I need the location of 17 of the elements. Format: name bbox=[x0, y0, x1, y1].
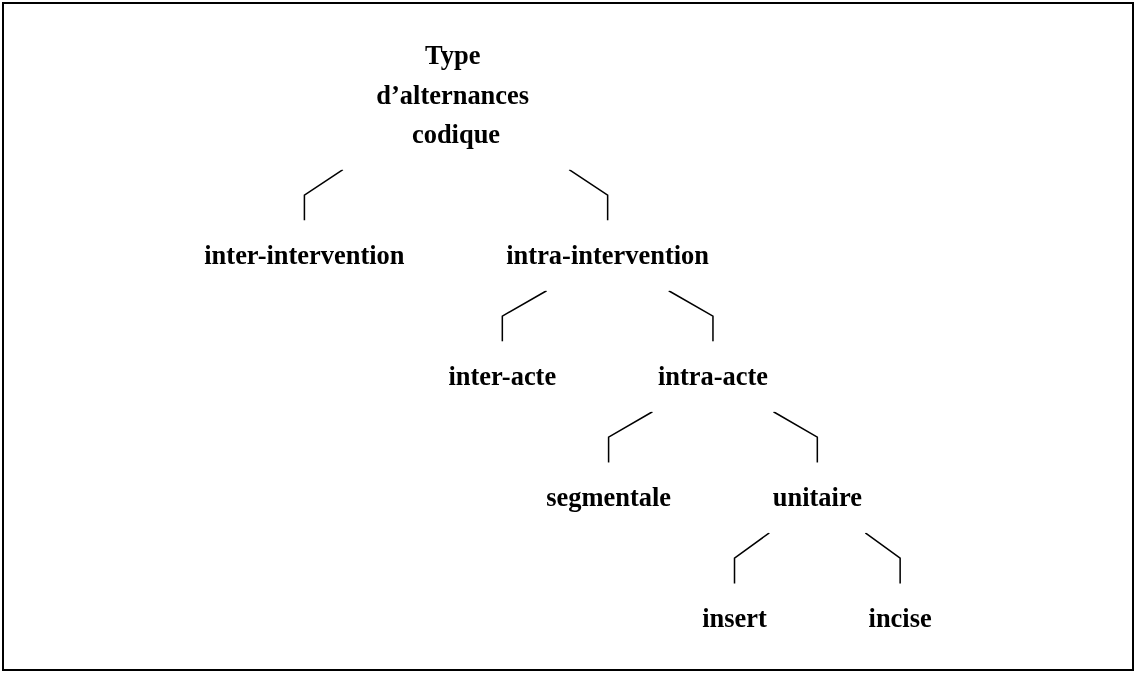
connector bbox=[864, 531, 901, 584]
connector bbox=[568, 168, 609, 221]
node-text: Type d’alternances codique bbox=[376, 39, 530, 149]
connector bbox=[667, 289, 714, 342]
connector bbox=[733, 531, 771, 584]
connector bbox=[303, 168, 344, 221]
node-text: inter-intervention bbox=[204, 240, 405, 270]
connector bbox=[772, 410, 819, 463]
node-text: intra-acte bbox=[657, 361, 769, 391]
node-text: incise bbox=[868, 603, 932, 634]
node-text: segmentale bbox=[546, 482, 672, 512]
connector bbox=[501, 289, 548, 342]
node-text: intra-intervention bbox=[506, 240, 710, 270]
node-text: unitaire bbox=[772, 482, 862, 512]
node-text: insert bbox=[702, 603, 767, 634]
connector bbox=[607, 410, 654, 463]
node-text: inter-acte bbox=[448, 361, 557, 391]
